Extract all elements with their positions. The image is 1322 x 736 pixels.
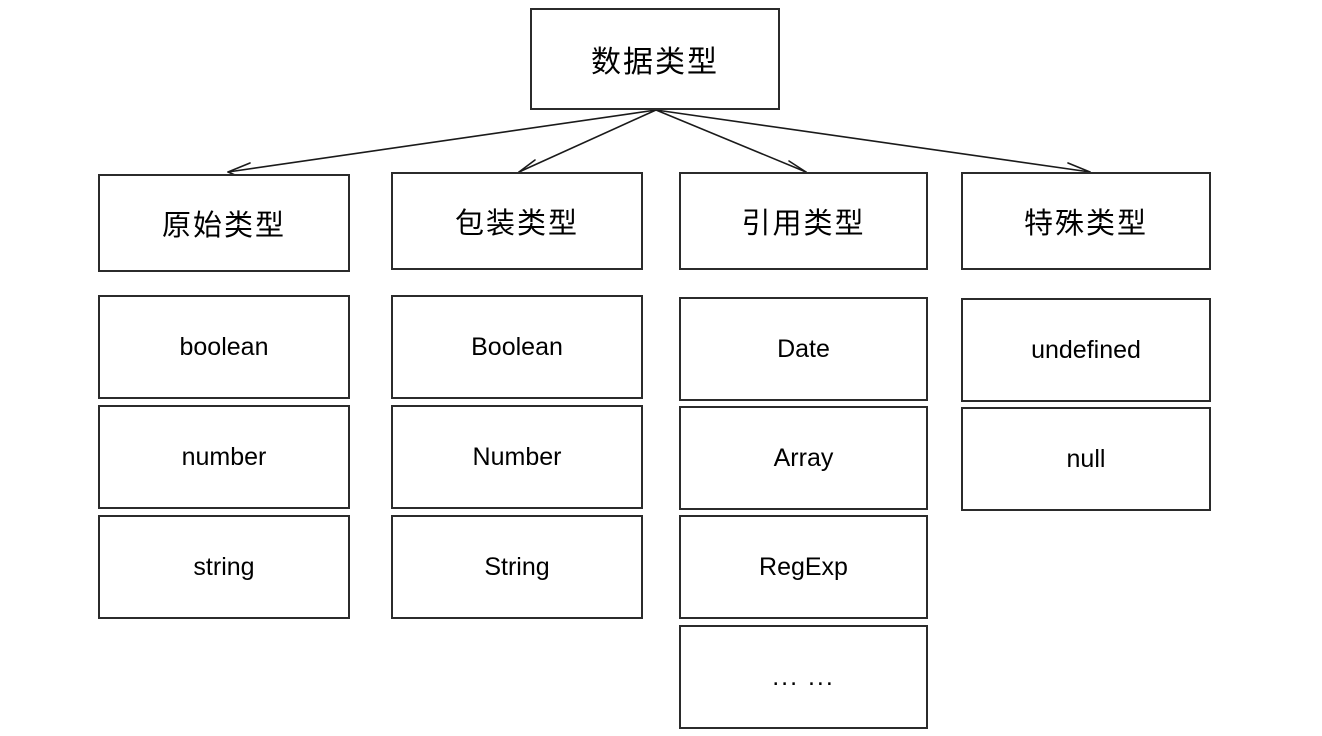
node-leaf-number[interactable]: number: [98, 405, 350, 509]
node-leaf-more-label: ... ...: [772, 662, 835, 691]
edge-root-to-reference: [655, 109, 807, 173]
node-leaf-undefined-label: undefined: [1031, 335, 1141, 364]
node-leaf-number-label: number: [181, 442, 267, 471]
node-leaf-number-wrapper[interactable]: Number: [391, 405, 643, 509]
node-leaf-boolean-wrapper[interactable]: Boolean: [391, 295, 643, 399]
node-category-special-types[interactable]: 特殊类型: [961, 172, 1211, 270]
node-leaf-string-wrapper[interactable]: String: [391, 515, 643, 619]
node-leaf-string[interactable]: string: [98, 515, 350, 619]
node-leaf-date[interactable]: Date: [679, 297, 928, 401]
edge-root-to-special: [655, 109, 1091, 173]
node-leaf-null-label: null: [1066, 444, 1106, 473]
node-leaf-array[interactable]: Array: [679, 406, 928, 510]
node-category-wrapper-types[interactable]: 包装类型: [391, 172, 643, 270]
node-leaf-boolean[interactable]: boolean: [98, 295, 350, 399]
node-leaf-more[interactable]: ... ...: [679, 625, 928, 729]
node-leaf-array-label: Array: [773, 443, 834, 472]
node-leaf-regexp[interactable]: RegExp: [679, 515, 928, 619]
node-root-label: 数据类型: [591, 45, 719, 80]
node-leaf-boolean-wrapper-label: Boolean: [471, 332, 563, 361]
node-category-reference-types[interactable]: 引用类型: [679, 172, 928, 270]
node-category-reference-label: 引用类型: [741, 206, 866, 240]
node-leaf-string-wrapper-label: String: [484, 552, 550, 581]
node-root-data-types[interactable]: 数据类型: [530, 8, 780, 110]
node-category-special-label: 特殊类型: [1023, 206, 1148, 240]
node-leaf-regexp-label: RegExp: [759, 552, 848, 581]
node-leaf-undefined[interactable]: undefined: [961, 298, 1211, 402]
node-leaf-date-label: Date: [777, 334, 830, 363]
node-category-wrapper-label: 包装类型: [454, 206, 579, 240]
node-leaf-boolean-label: boolean: [179, 332, 269, 361]
edge-root-to-wrapper: [518, 109, 657, 173]
node-leaf-number-wrapper-label: Number: [472, 442, 562, 471]
node-leaf-string-label: string: [193, 552, 255, 581]
node-category-primitive-label: 原始类型: [161, 208, 286, 242]
node-leaf-null[interactable]: null: [961, 407, 1211, 511]
edge-root-to-primitive: [227, 109, 657, 173]
node-category-primitive-types[interactable]: 原始类型: [98, 174, 350, 272]
